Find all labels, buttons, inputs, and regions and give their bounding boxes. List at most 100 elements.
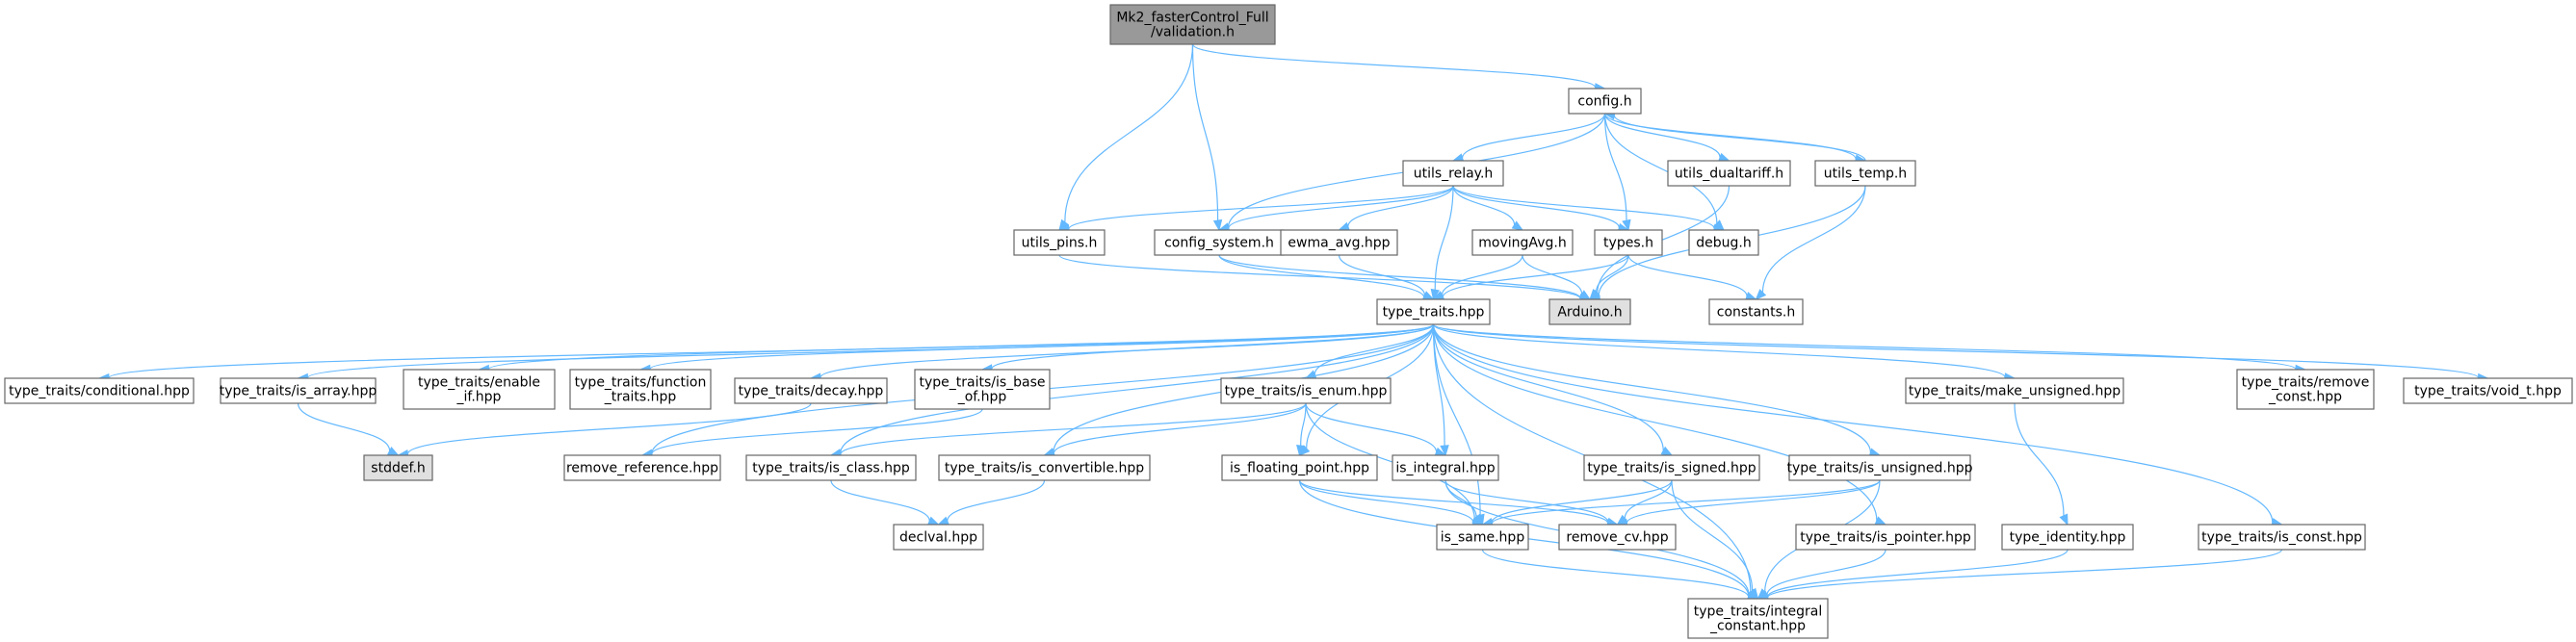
arrow-head-icon bbox=[1440, 445, 1449, 457]
node-box bbox=[1402, 160, 1504, 187]
node-box bbox=[745, 454, 917, 481]
edge-line bbox=[1491, 479, 1673, 523]
node-function-traits[interactable]: type_traits/function_traits.hpp bbox=[569, 369, 712, 410]
arrow-head-icon bbox=[2059, 513, 2069, 526]
edge-line bbox=[1461, 113, 1606, 159]
edge-validation-to-config_system bbox=[1191, 43, 1223, 232]
node-box bbox=[1687, 598, 1829, 639]
node-is-base-of[interactable]: type_traits/is_base_of.hpp bbox=[914, 369, 1051, 410]
node-label: type_traits/make_unsigned.hpp bbox=[1909, 384, 2121, 399]
edge-line bbox=[1671, 479, 1754, 591]
arrow-head-icon bbox=[1745, 292, 1757, 301]
node-conditional[interactable]: type_traits/conditional.hpp bbox=[4, 377, 195, 404]
node-movingAvg[interactable]: movingAvg.h bbox=[1471, 229, 1574, 256]
node-is-pointer[interactable]: type_traits/is_pointer.hpp bbox=[1795, 524, 1976, 551]
arrow-head-icon bbox=[1578, 290, 1592, 300]
node-is-signed[interactable]: type_traits/is_signed.hpp bbox=[1583, 454, 1760, 481]
node-box bbox=[569, 369, 712, 410]
node-is-floating-point[interactable]: is_floating_point.hpp bbox=[1221, 454, 1378, 481]
node-box bbox=[2001, 524, 2134, 551]
edge-utils_relay-to-ewma_avg bbox=[1338, 185, 1454, 231]
node-box bbox=[1221, 454, 1378, 481]
edge-line bbox=[649, 323, 1435, 370]
node-box bbox=[1548, 298, 1631, 325]
edge-line bbox=[1452, 185, 1620, 228]
node-label: type_traits/is_class.hpp bbox=[752, 461, 910, 476]
node-void-t[interactable]: type_traits/void_t.hpp bbox=[2403, 377, 2573, 404]
node-utils-pins[interactable]: utils_pins.h bbox=[1013, 229, 1106, 256]
node-is-const[interactable]: type_traits/is_const.hpp bbox=[2198, 524, 2366, 551]
node-types[interactable]: types.h bbox=[1594, 229, 1663, 256]
node-label: type_traits/is_unsigned.hpp bbox=[1787, 461, 1973, 476]
node-type-identity[interactable]: type_identity.hpp bbox=[2001, 524, 2134, 551]
edge-line bbox=[1442, 254, 1629, 298]
node-utils-relay[interactable]: utils_relay.h bbox=[1402, 160, 1504, 187]
node-label: debug.h bbox=[1696, 236, 1751, 251]
edge-line bbox=[1300, 402, 1307, 447]
edge-type_traits-to-is_same bbox=[1432, 323, 1485, 526]
node-config[interactable]: config.h bbox=[1568, 88, 1642, 115]
node-layer: Mk2_fasterControl_Full/validation.hconfi… bbox=[4, 4, 2573, 639]
node-is-class[interactable]: type_traits/is_class.hpp bbox=[745, 454, 917, 481]
edge-line bbox=[651, 408, 983, 454]
node-is-same[interactable]: is_same.hpp bbox=[1436, 524, 1529, 551]
arrow-head-icon bbox=[1718, 152, 1730, 162]
node-remove-cv[interactable]: remove_cv.hpp bbox=[1558, 524, 1677, 551]
node-ewma-avg[interactable]: ewma_avg.hpp bbox=[1280, 229, 1398, 256]
node-remove-reference[interactable]: remove_reference.hpp bbox=[563, 454, 721, 481]
node-make-unsigned[interactable]: type_traits/make_unsigned.hpp bbox=[1905, 377, 2124, 404]
node-utils-dualtariff[interactable]: utils_dualtariff.h bbox=[1667, 160, 1791, 187]
arrow-head-icon bbox=[1511, 220, 1524, 231]
node-decay[interactable]: type_traits/decay.hpp bbox=[734, 377, 888, 404]
edge-line bbox=[1452, 185, 1516, 225]
edge-utils_relay-to-movingAvg bbox=[1452, 185, 1524, 231]
node-label: type_traits/is_signed.hpp bbox=[1587, 461, 1756, 476]
node-label: type_traits/is_pointer.hpp bbox=[1800, 530, 1971, 546]
node-declval[interactable]: declval.hpp bbox=[893, 524, 984, 551]
node-box bbox=[938, 454, 1151, 481]
edge-line bbox=[1603, 113, 1857, 160]
node-config-system[interactable]: config_system.h bbox=[1154, 229, 1285, 256]
node-label: type_traits/remove bbox=[2242, 375, 2370, 391]
node-label: type_traits/is_convertible.hpp bbox=[945, 461, 1144, 476]
edge-config-to-types bbox=[1603, 113, 1631, 232]
edge-line bbox=[1444, 479, 1609, 523]
edge-line bbox=[1603, 113, 1721, 158]
edge-type_traits-to-is_const bbox=[1432, 323, 2283, 527]
node-enable-if[interactable]: type_traits/enable_if.hpp bbox=[403, 369, 556, 410]
node-integral-constant[interactable]: type_traits/integral_constant.hpp bbox=[1687, 598, 1829, 639]
edge-type_traits-to-make_unsigned bbox=[1432, 323, 2017, 382]
edge-line bbox=[1218, 254, 1581, 299]
node-label: is_same.hpp bbox=[1441, 530, 1525, 546]
node-debug[interactable]: debug.h bbox=[1688, 229, 1759, 256]
edge-type_traits-to-is_base_of bbox=[980, 323, 1435, 373]
edge-is_const-to-integral_constant bbox=[1756, 549, 2283, 603]
node-label: config.h bbox=[1577, 94, 1631, 110]
node-is-array[interactable]: type_traits/is_array.hpp bbox=[220, 377, 377, 404]
node-box bbox=[1788, 454, 1971, 481]
node-label: type_identity.hpp bbox=[2010, 530, 2126, 546]
arrow-head-icon bbox=[1660, 446, 1674, 456]
node-constants[interactable]: constants.h bbox=[1708, 298, 1804, 325]
edge-line bbox=[1766, 549, 2069, 598]
edge-line bbox=[1597, 185, 1730, 294]
node-label: _constant.hpp bbox=[1709, 619, 1806, 634]
node-type-traits[interactable]: type_traits.hpp bbox=[1376, 298, 1491, 325]
node-box bbox=[1376, 298, 1491, 325]
node-validation[interactable]: Mk2_fasterControl_Full/validation.h bbox=[1109, 4, 1276, 45]
edge-line bbox=[1218, 254, 1425, 298]
edge-line bbox=[1068, 185, 1454, 230]
node-is-integral[interactable]: is_integral.hpp bbox=[1392, 454, 1499, 481]
edge-is_class-to-declval bbox=[830, 479, 940, 526]
node-box bbox=[2403, 377, 2573, 404]
node-remove-const[interactable]: type_traits/remove_const.hpp bbox=[2236, 369, 2375, 410]
edge-utils_relay-to-utils_pins bbox=[1057, 185, 1454, 234]
node-is-convertible[interactable]: type_traits/is_convertible.hpp bbox=[938, 454, 1151, 481]
node-is-enum[interactable]: type_traits/is_enum.hpp bbox=[1220, 377, 1392, 404]
edge-line bbox=[1432, 323, 1664, 451]
node-box bbox=[1154, 229, 1285, 256]
edge-utils_relay-to-config_system bbox=[1217, 185, 1454, 233]
node-utils-temp[interactable]: utils_temp.h bbox=[1814, 160, 1916, 187]
node-is-unsigned[interactable]: type_traits/is_unsigned.hpp bbox=[1787, 454, 1973, 481]
